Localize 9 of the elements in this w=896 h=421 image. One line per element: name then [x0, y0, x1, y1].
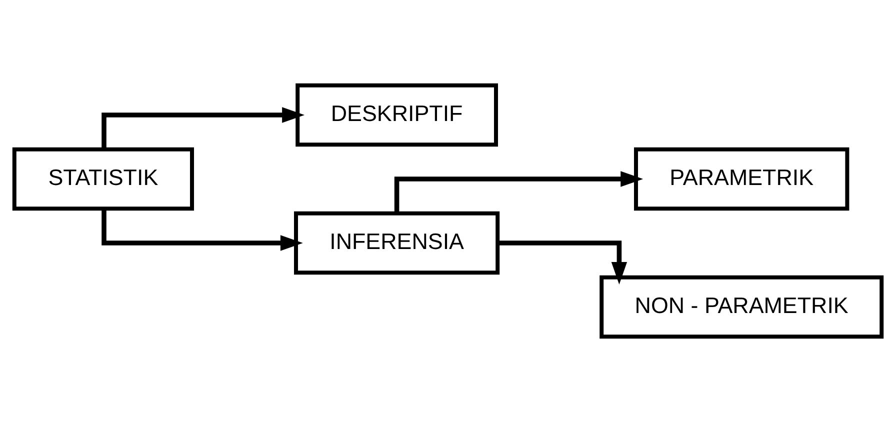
node-box: INFERENSIA — [294, 210, 500, 274]
node-box: STATISTIK — [12, 146, 194, 210]
node-box: PARAMETRIK — [634, 146, 850, 210]
arrow — [394, 170, 644, 213]
arrow — [102, 208, 303, 250]
arrow — [102, 106, 305, 149]
arrow — [498, 240, 628, 284]
node-box: DESKRIPTIF — [296, 82, 498, 146]
node-box: NON - PARAMETRIK — [600, 274, 884, 338]
